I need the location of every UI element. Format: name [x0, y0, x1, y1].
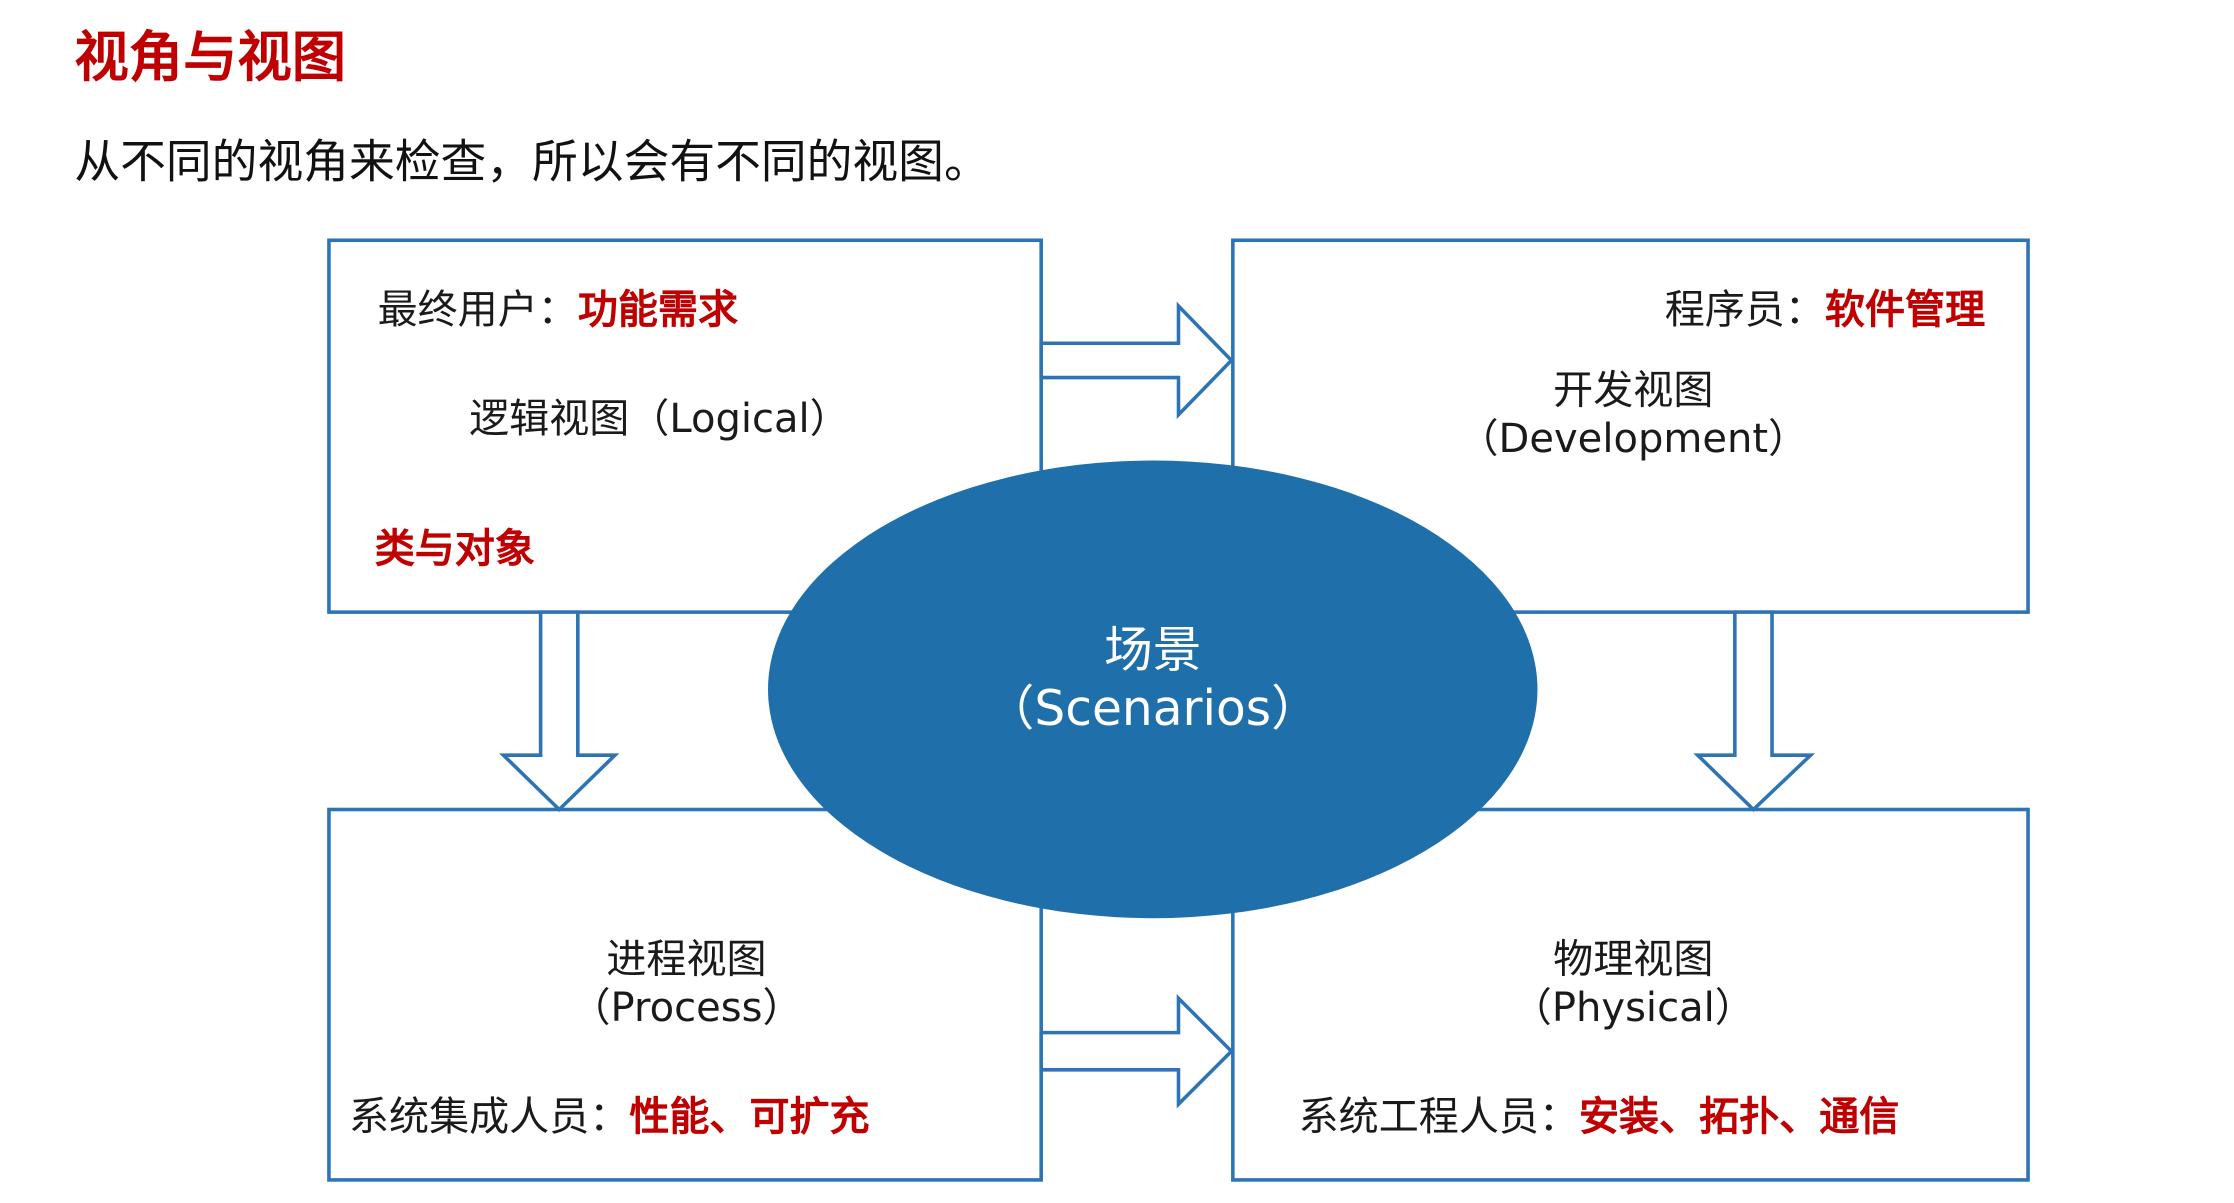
- process-role-focus: 性能、可扩充: [629, 1092, 870, 1140]
- logical-role-focus: 功能需求: [577, 286, 739, 334]
- physical-view-box: [1231, 807, 2030, 1182]
- page-title: 视角与视图: [74, 25, 347, 89]
- process-view-name-line1: 进程视图: [606, 935, 767, 983]
- physical-view-name: 物理视图 （Physical）: [1376, 935, 1891, 1031]
- development-role-focus: 软件管理: [1824, 286, 1986, 334]
- physical-role: 系统工程人员：安装、拓扑、通信: [1299, 1093, 1900, 1141]
- process-view-name: 进程视图 （Process）: [429, 935, 944, 1031]
- development-role: 程序员：软件管理: [1430, 286, 1985, 334]
- development-role-label: 程序员：: [1664, 286, 1825, 334]
- process-role: 系统集成人员：性能、可扩充: [349, 1093, 870, 1141]
- scenarios-label-line2: （Scenarios）: [985, 680, 1320, 738]
- scenarios-label-line1: 场景: [1104, 622, 1202, 680]
- physical-view-name-line1: 物理视图: [1553, 935, 1714, 983]
- arrow-right-icon: [1039, 993, 1234, 1109]
- arrow-down-icon: [1693, 610, 1816, 812]
- page-subtitle: 从不同的视角来检查，所以会有不同的视图。: [74, 134, 990, 189]
- arrow-down-icon: [499, 610, 620, 812]
- physical-view-name-line2: （Physical）: [1511, 983, 1755, 1031]
- logical-view-note: 类与对象: [374, 524, 535, 573]
- physical-role-focus: 安装、拓扑、通信: [1578, 1092, 1900, 1140]
- physical-role-label: 系统工程人员：: [1298, 1092, 1579, 1140]
- development-view-name-line1: 开发视图: [1553, 366, 1714, 414]
- development-view-name-line2: （Development）: [1458, 414, 1809, 462]
- logical-view-name: 逻辑视图（Logical）: [469, 394, 850, 442]
- process-role-label: 系统集成人员：: [348, 1092, 630, 1140]
- logical-role: 最终用户：功能需求: [378, 286, 738, 334]
- process-view-name-line2: （Process）: [570, 983, 803, 1031]
- scenarios-oval: [768, 460, 1538, 919]
- arrow-right-icon: [1039, 301, 1234, 420]
- scenarios-label: 场景 （Scenarios）: [867, 622, 1439, 739]
- logical-role-label: 最终用户：: [377, 286, 578, 334]
- development-view-name: 开发视图 （Development）: [1376, 366, 1891, 462]
